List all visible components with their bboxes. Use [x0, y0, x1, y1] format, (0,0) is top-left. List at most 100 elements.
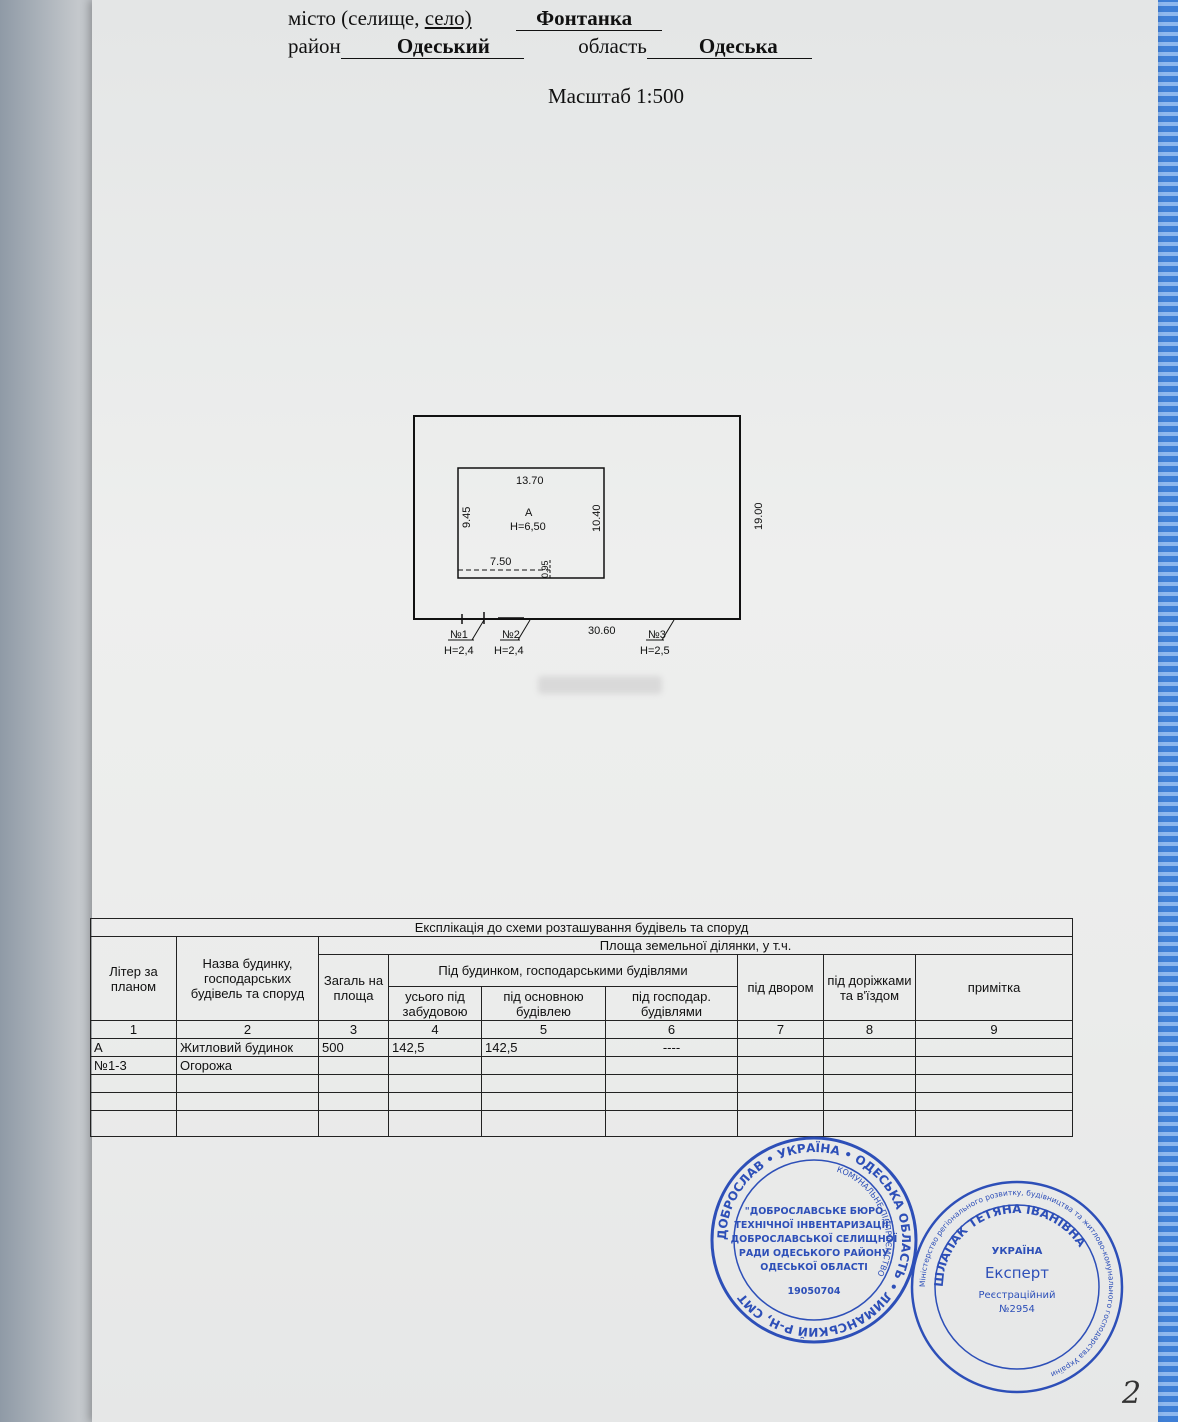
header-total: Загаль на площа — [318, 954, 389, 1021]
cell-yard — [737, 1038, 824, 1057]
stamp1-line: ОДЕСЬКОЇ ОБЛАСТІ — [760, 1262, 867, 1273]
explication-table: Експлікація до схеми розташування будіве… — [89, 918, 1074, 1137]
cell-main — [481, 1056, 606, 1075]
lot-right-dim: 19.00 — [753, 502, 765, 530]
cell-total: 500 — [318, 1038, 389, 1057]
table-row — [90, 1092, 1074, 1111]
cell-note — [914, 1056, 1074, 1075]
col-number: 4 — [388, 1020, 482, 1039]
dim-bottom: 7.50 — [490, 556, 511, 568]
cell-letter: №1-3 — [90, 1056, 177, 1075]
fence1-height: Н=2,4 — [444, 645, 474, 657]
lot-bottom-dim: 30.60 — [588, 625, 616, 637]
cell-all-built — [388, 1110, 482, 1137]
cell-total — [318, 1110, 389, 1137]
dim-left: 9.45 — [461, 507, 473, 528]
cell-note — [914, 1074, 1074, 1093]
cell-household: ---- — [605, 1038, 738, 1057]
header-paths: під доріжками та в'їздом — [823, 954, 916, 1021]
cell-letter — [90, 1110, 177, 1137]
header-area-group: Площа земельної ділянки, у т.ч. — [317, 936, 1074, 955]
region-value: Одеська — [696, 34, 812, 59]
cell-note — [914, 1038, 1074, 1057]
region-label: область — [578, 34, 647, 58]
dim-top: 13.70 — [516, 475, 544, 487]
city-label: місто (селище, — [288, 6, 420, 30]
redacted-area — [538, 676, 662, 694]
cell-letter — [90, 1074, 177, 1093]
cell-all-built — [388, 1074, 482, 1093]
expert-stamp: Міністерство регіонального розвитку, буд… — [910, 1180, 1124, 1394]
document-page — [92, 0, 1158, 1422]
cell-main — [481, 1092, 606, 1111]
cell-household — [605, 1074, 738, 1093]
cell-main — [481, 1074, 606, 1093]
dim-right: 10.40 — [591, 504, 603, 532]
bureau-stamp: ДОБРОСЛАВ • УКРАЇНА • ОДЕСЬКА ОБЛАСТЬ • … — [710, 1136, 918, 1344]
cell-letter: А — [90, 1038, 177, 1057]
cell-total — [318, 1056, 389, 1075]
fence3-height: Н=2,5 — [640, 645, 670, 657]
stamp1-line: ТЕХНІЧНОЇ ІНВЕНТАРИЗАЦІЇ" — [734, 1220, 893, 1231]
page-number: 2 — [1122, 1376, 1142, 1411]
cell-yard — [737, 1110, 824, 1137]
fence2-leader — [517, 619, 531, 641]
cell-name — [176, 1092, 319, 1111]
table-row: №1-3 Огорожа — [90, 1056, 1074, 1075]
col-number: 3 — [318, 1020, 389, 1039]
site-plan: 13.70 9.45 10.40 7.50 0.95 А Н=6,50 19.0… — [413, 415, 765, 657]
cell-total — [318, 1092, 389, 1111]
cell-yard — [737, 1074, 824, 1093]
cell-paths — [823, 1074, 916, 1093]
cell-note — [914, 1110, 1074, 1137]
city-value: Фонтанка — [516, 6, 663, 31]
cell-paths — [823, 1038, 916, 1057]
header-note: примітка — [914, 954, 1074, 1021]
stamp2-inner-ring: УКРАЇНА — [992, 1243, 1043, 1257]
header-household: під господар. будівлями — [605, 986, 738, 1021]
fence3-leader — [661, 619, 675, 641]
cell-total — [318, 1074, 389, 1093]
header-under-group: Під будинком, господарськими будівлями — [388, 954, 738, 987]
stamp1-line: ДОБРОСЛАВСЬКОЇ СЕЛИЩНОЇ — [731, 1234, 898, 1245]
cell-name: Житловий будинок — [176, 1038, 319, 1057]
stamp1-line: РАДИ ОДЕСЬКОГО РАЙОНУ — [739, 1247, 890, 1259]
cell-household — [605, 1110, 738, 1137]
col-number: 1 — [90, 1020, 177, 1039]
stamp2-title: Експерт — [985, 1264, 1049, 1282]
stamp2-line1: Реєстраційний — [978, 1289, 1055, 1301]
svg-text:Міністерство регіонального роз: Міністерство регіонального розвитку, буд… — [918, 1188, 1116, 1379]
building-height: Н=6,50 — [510, 521, 546, 533]
cell-name — [176, 1110, 319, 1137]
col-number: 9 — [914, 1020, 1074, 1039]
lot-boundary — [413, 415, 741, 620]
fence2-label: №2 — [502, 629, 520, 641]
header-name: Назва будинку, господарських будівель та… — [176, 936, 319, 1021]
col-number: 7 — [737, 1020, 824, 1039]
fence1-leader — [471, 619, 485, 641]
cell-paths — [823, 1056, 916, 1075]
cell-name — [176, 1074, 319, 1093]
stamp2-ring-text: Міністерство регіонального розвитку, буд… — [918, 1188, 1116, 1379]
city-line: місто (селище, село) Фонтанка — [288, 6, 663, 31]
col-number: 5 — [481, 1020, 606, 1039]
building-letter: А — [525, 507, 533, 519]
header-main-building: під основною будівлею — [481, 986, 606, 1021]
cell-household — [605, 1092, 738, 1111]
cell-paths — [823, 1110, 916, 1137]
fence2-height: Н=2,4 — [494, 645, 524, 657]
cell-yard — [737, 1056, 824, 1075]
cell-paths — [823, 1092, 916, 1111]
cell-main: 142,5 — [481, 1038, 606, 1057]
stamp1-code: 19050704 — [788, 1286, 841, 1297]
table-row — [90, 1110, 1074, 1137]
cell-all-built — [388, 1056, 482, 1075]
header-yard: під двором — [737, 954, 824, 1021]
cell-yard — [737, 1092, 824, 1111]
district-label: район — [288, 34, 341, 58]
cell-note — [914, 1092, 1074, 1111]
header-all-built: усього під забудовою — [388, 986, 482, 1021]
dim-notch: 0.95 — [540, 560, 550, 578]
table-row — [90, 1074, 1074, 1093]
